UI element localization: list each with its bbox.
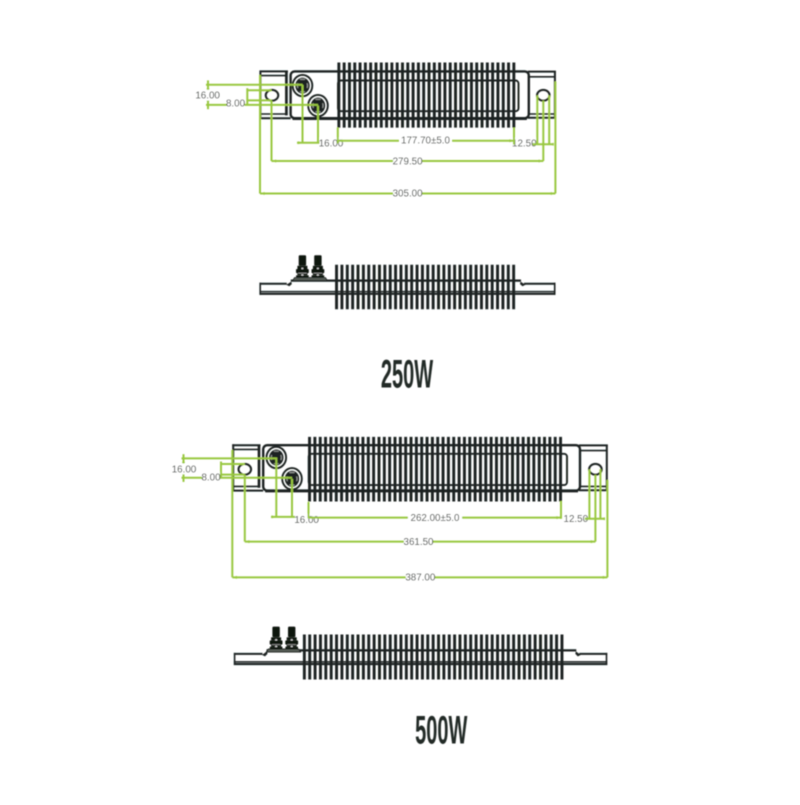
svg-text:262.00±5.0: 262.00±5.0 [411, 513, 461, 524]
svg-text:500W: 500W [415, 707, 467, 753]
svg-text:12.50: 12.50 [512, 139, 537, 150]
svg-text:16.00: 16.00 [195, 91, 220, 102]
svg-text:16.00: 16.00 [172, 464, 197, 475]
svg-text:177.70±5.0: 177.70±5.0 [401, 136, 451, 147]
svg-text:387.00: 387.00 [405, 573, 436, 584]
svg-text:250W: 250W [381, 351, 433, 397]
svg-text:16.00: 16.00 [319, 138, 344, 149]
svg-text:361.50: 361.50 [404, 537, 435, 548]
svg-text:279.50: 279.50 [393, 157, 424, 168]
svg-text:8.00: 8.00 [226, 99, 246, 110]
svg-text:305.00: 305.00 [393, 189, 424, 200]
svg-text:12.50: 12.50 [564, 514, 589, 525]
svg-text:16.00: 16.00 [294, 515, 319, 526]
svg-text:8.00: 8.00 [201, 473, 221, 484]
